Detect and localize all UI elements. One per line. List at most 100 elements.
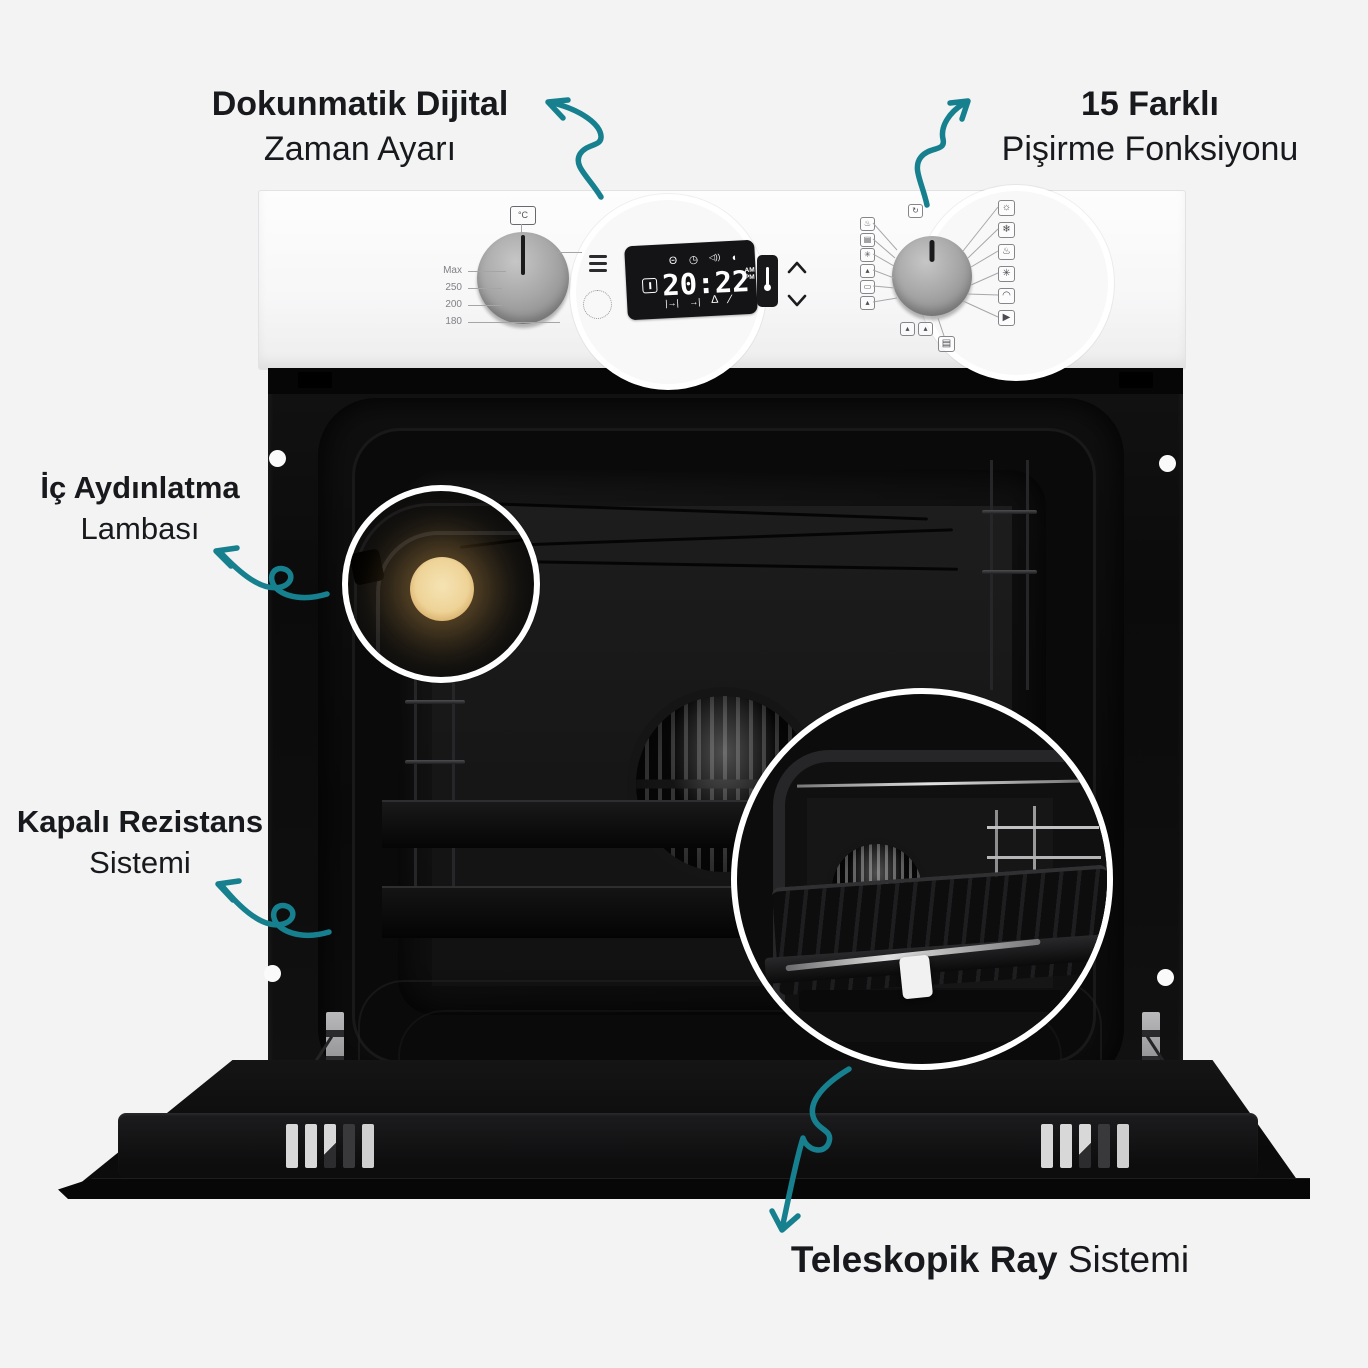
magnified-rack-rod: [987, 856, 1101, 859]
lamp-magnifier-circle: [342, 485, 540, 683]
clock-icon: ◷: [688, 253, 699, 267]
side-rack-rail: [990, 460, 993, 690]
cavity-corner-line: [354, 503, 534, 677]
temp-unit-label: °C: [517, 210, 529, 220]
thermometer-icon: [766, 267, 769, 285]
label-digital-timer-regular: Zaman Ayarı: [263, 129, 457, 168]
oven-shelf: [382, 886, 750, 938]
lamp-box-icon: ▤: [938, 336, 955, 352]
oven-tray: [382, 800, 754, 848]
magnified-rack-rod: [987, 826, 1099, 829]
door-vent-slot: [1041, 1124, 1053, 1168]
oven-lamp: [410, 557, 474, 621]
mounting-tab: [1119, 372, 1153, 388]
bracket-shadow: [349, 548, 385, 586]
function-knob-pointer: [929, 240, 935, 262]
function-knob: [892, 236, 972, 316]
rotate-defrost-icon: ↻: [908, 204, 923, 218]
temp-tick-line: [468, 288, 502, 289]
display-time: 20:22: [661, 263, 751, 303]
mounting-tab: [298, 372, 332, 388]
label-interior-lamp-bold: İç Aydınlatma: [40, 470, 240, 505]
temp-tick-label: 200: [445, 299, 462, 310]
door-vent-slot: [1060, 1124, 1072, 1168]
bottom-heat-icon: ▭: [860, 280, 875, 294]
temp-tick-line: [552, 252, 582, 253]
frame-screw-hole: [269, 450, 286, 467]
label-closed-heater-regular: Sistemi: [89, 844, 191, 880]
arrow-telescopic-rail-head: [769, 1208, 801, 1233]
contrast-icon: ◐: [731, 251, 739, 264]
label-telescopic-rail-bold: Teleskopik Ray: [790, 1239, 1058, 1280]
grill-icon: ▴: [860, 296, 875, 310]
cook-duration-icon: →|: [688, 296, 701, 308]
touch-spot-icon: [583, 290, 612, 319]
door-vent-slot: [1079, 1124, 1091, 1168]
arrow-closed-heater-head: [215, 878, 242, 903]
label-telescopic-rail: Teleskopik Ray Sistemi: [700, 1236, 1280, 1285]
label-cooking-functions-regular: Pişirme Fonksiyonu: [1001, 129, 1299, 168]
door-vent-slot: [286, 1124, 298, 1168]
temp-tick-label: 250: [445, 282, 462, 293]
menu-icon: [589, 255, 607, 276]
defrost-icon: ❄: [998, 222, 1015, 238]
door-vent-slot: [1117, 1124, 1129, 1168]
temperature-knob-pointer: [521, 235, 525, 275]
arrow-digital-timer-head: [545, 97, 571, 121]
label-telescopic-rail-regular: Sistemi: [1067, 1239, 1190, 1280]
temp-tick-line: [468, 305, 502, 306]
door-vent-slot: [324, 1124, 336, 1168]
label-digital-timer: Dokunmatik Dijital Zaman Ayarı: [170, 82, 550, 172]
door-vent-slot: [1098, 1124, 1110, 1168]
label-interior-lamp: İç Aydınlatma Lambası: [15, 468, 265, 550]
top-heat-icon: ▴: [860, 264, 875, 278]
label-closed-heater-bold: Kapalı Rezistans: [16, 804, 264, 839]
label-cooking-functions: 15 Farklı Pişirme Fonksiyonu: [940, 82, 1360, 172]
frame-screw-hole: [1159, 455, 1176, 472]
temp-tick-line: [468, 271, 506, 272]
door-vent-slot: [343, 1124, 355, 1168]
volume-icon: ◁)): [708, 252, 721, 263]
arrow-interior-lamp-head: [213, 545, 240, 569]
side-rack-rod: [982, 510, 1037, 514]
side-rack-rod: [405, 760, 465, 764]
temp-unit-box: °C: [510, 206, 536, 225]
cavity-corner-line: [376, 531, 534, 677]
side-rack-rod: [982, 570, 1037, 574]
label-digital-timer-bold: Dokunmatik Dijital: [211, 85, 509, 123]
side-rack-rail: [414, 585, 417, 915]
frame-screw-hole: [1157, 969, 1174, 986]
tray-icon: ▤: [860, 233, 875, 247]
am-pm-indicator: AM PM: [744, 266, 755, 282]
label-closed-heater: Kapalı Rezistans Sistemi: [10, 802, 270, 884]
door-vent-slot: [362, 1124, 374, 1168]
temperature-button: [757, 255, 778, 307]
oven-lamp-icon: ☼: [998, 200, 1015, 216]
cook-time-end-icon: |→|: [664, 297, 680, 309]
digital-timer-display: Θ ◷ ◁)) ◐ 20:22 AM PM |→| →| Δ ∕: [624, 239, 758, 321]
key-lock-icon: Θ: [668, 254, 678, 268]
door-glass-edge: [58, 1178, 1310, 1199]
magnified-rack-rail: [1033, 806, 1036, 902]
temp-tick-label: 180: [445, 316, 462, 327]
temp-tick-label: Max: [443, 265, 462, 276]
temp-unit-connector: [521, 224, 522, 233]
rail-stopper-tab: [898, 954, 934, 1000]
eco-icon: ▴: [900, 322, 915, 336]
bread-icon: ◠: [998, 288, 1015, 304]
temperature-knob: [477, 232, 569, 324]
door-vent-slot: [305, 1124, 317, 1168]
magnified-rack-rail: [995, 810, 998, 900]
pizza-icon: ▶: [998, 310, 1015, 326]
label-interior-lamp-regular: Lambası: [80, 510, 200, 546]
lower-tray-edge: [799, 990, 1099, 1012]
telescopic-rail-magnifier-circle: [731, 688, 1113, 1070]
roast-icon: ♨: [860, 217, 875, 231]
arrow-digital-timer: [550, 100, 604, 200]
alarm-bell-icon: Δ: [710, 293, 719, 306]
side-rack-rod: [405, 700, 465, 704]
fan-cooking-icon: ✳: [998, 266, 1015, 282]
program-icon: [641, 277, 658, 294]
side-rack-rail: [1026, 460, 1029, 690]
